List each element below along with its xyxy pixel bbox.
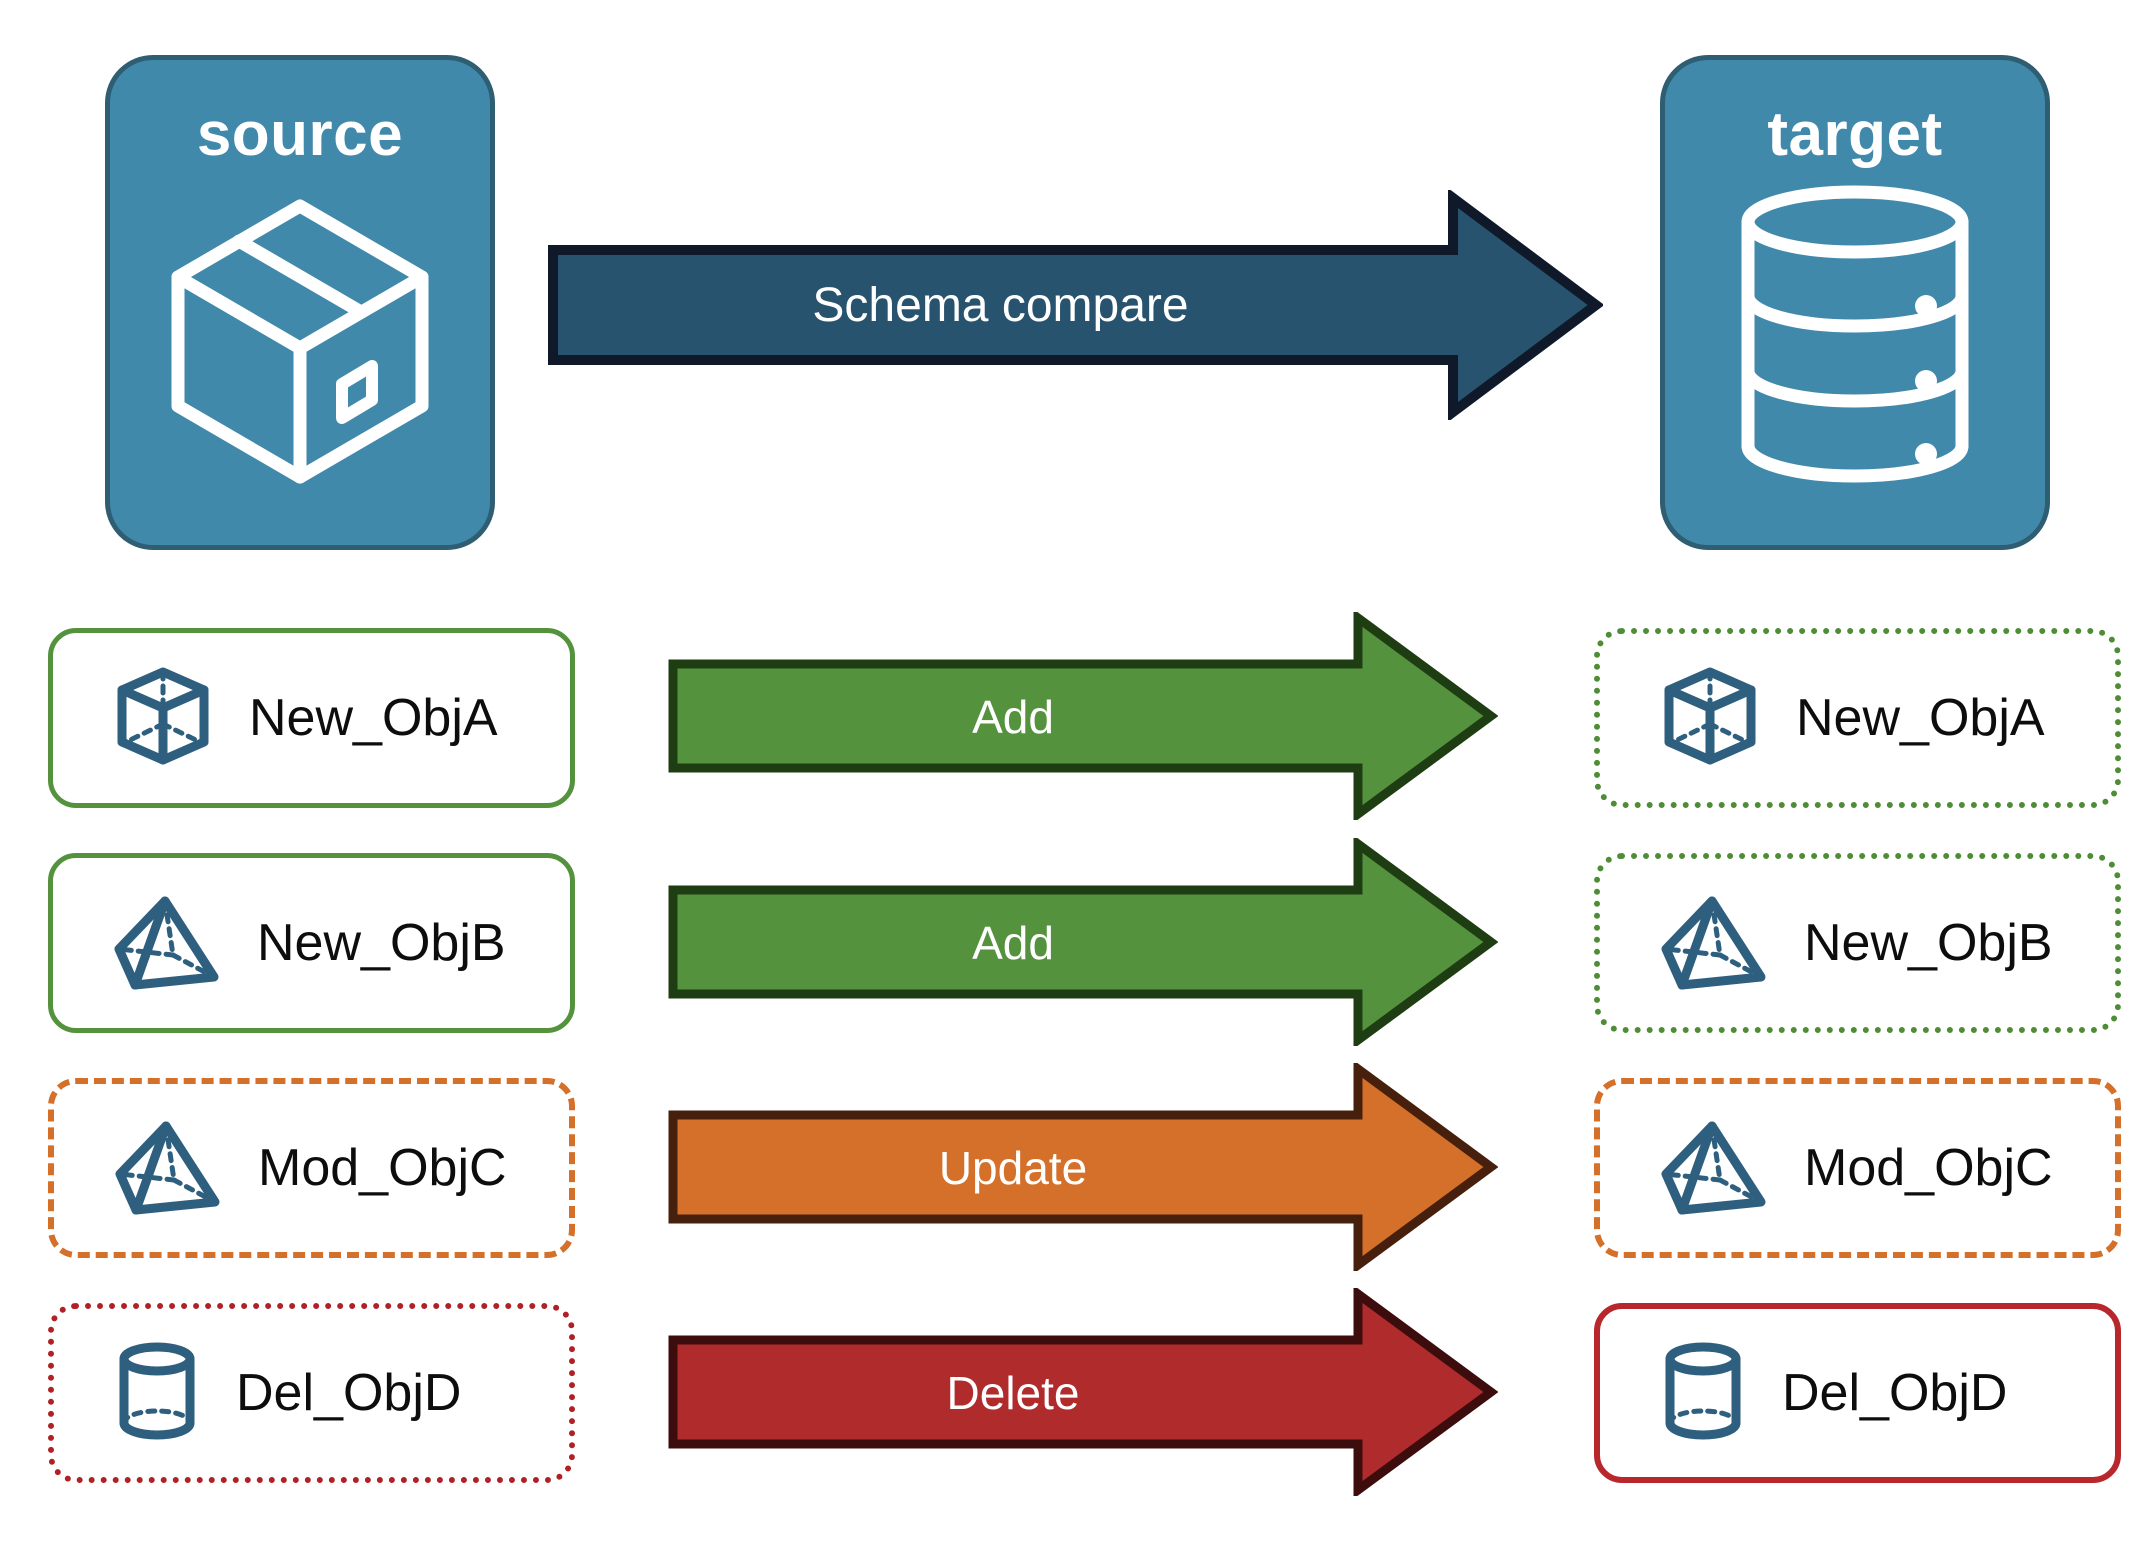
target-chip-label: New_ObjB [1804, 914, 2053, 972]
add-arrow-row-2[interactable]: Add [668, 838, 1498, 1046]
target-title: target [1767, 100, 1943, 169]
source-chip-label: New_ObjB [257, 914, 506, 972]
wireframe-cube-icon [1658, 664, 1762, 773]
source-chip-label: New_ObjA [249, 689, 498, 747]
source-chip-del-objd[interactable]: Del_ObjD [48, 1303, 575, 1483]
update-arrow-label: Update [938, 1142, 1088, 1194]
source-chip-mod-objc[interactable]: Mod_ObjC [48, 1078, 575, 1258]
add-arrow-row-1[interactable]: Add [668, 612, 1498, 820]
wireframe-pyramid-icon [1658, 889, 1770, 998]
target-chip-del-objd[interactable]: Del_ObjD [1594, 1303, 2121, 1483]
source-chip-label: Mod_ObjC [258, 1139, 507, 1197]
source-endpoint-card[interactable]: source [105, 55, 495, 550]
source-chip-new-obja[interactable]: New_ObjA [48, 628, 575, 808]
target-chip-label: Del_ObjD [1782, 1364, 2008, 1422]
target-chip-new-objb[interactable]: New_ObjB [1594, 853, 2121, 1033]
package-box-icon [150, 184, 450, 489]
wireframe-cube-icon [111, 664, 215, 773]
database-cylinder-icon [1730, 184, 1980, 489]
wireframe-pyramid-icon [111, 889, 223, 998]
delete-arrow[interactable]: Delete [668, 1288, 1498, 1496]
wireframe-pyramid-icon [112, 1114, 224, 1223]
source-chip-new-objb[interactable]: New_ObjB [48, 853, 575, 1033]
target-chip-label: Mod_ObjC [1804, 1139, 2053, 1197]
delete-arrow-label: Delete [946, 1367, 1080, 1419]
target-endpoint-card[interactable]: target [1660, 55, 2050, 550]
wireframe-cylinder-icon [112, 1339, 202, 1448]
target-chip-mod-objc[interactable]: Mod_ObjC [1594, 1078, 2121, 1258]
schema-compare-arrow[interactable]: Schema compare [548, 190, 1603, 420]
source-title: source [196, 100, 404, 169]
wireframe-cylinder-icon [1658, 1339, 1748, 1448]
add-arrow-label: Add [972, 691, 1054, 743]
add-arrow-label: Add [972, 917, 1054, 969]
wireframe-pyramid-icon [1658, 1114, 1770, 1223]
schema-compare-arrow-label: Schema compare [812, 279, 1189, 332]
target-chip-label: New_ObjA [1796, 689, 2045, 747]
target-chip-new-obja[interactable]: New_ObjA [1594, 628, 2121, 808]
source-chip-label: Del_ObjD [236, 1364, 462, 1422]
update-arrow[interactable]: Update [668, 1063, 1498, 1271]
